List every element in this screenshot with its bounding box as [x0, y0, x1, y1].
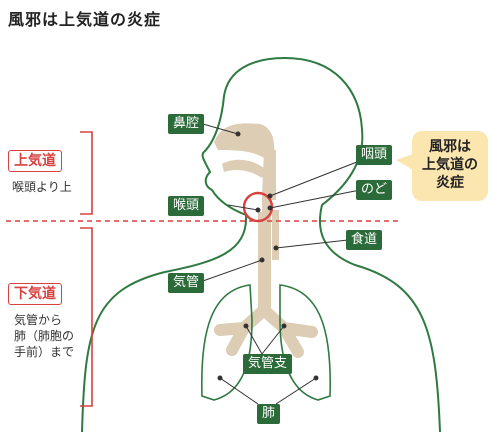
callout-line-2: 上気道の [422, 157, 478, 173]
label-bronchi: 気管支 [243, 354, 293, 374]
right-lung [279, 284, 332, 401]
label-larynx: 喉頭 [168, 196, 205, 216]
lower-airway-note-line-1: 気管から [14, 313, 63, 327]
lower-bracket [80, 227, 93, 407]
lower-airway-note: 気管から 肺（肺胞の 手前）まで [14, 312, 74, 360]
label-pharynx: 咽頭 [356, 145, 393, 165]
label-trachea: 気管 [168, 273, 205, 293]
oral-cavity [222, 159, 266, 178]
label-throat: のど [356, 180, 393, 200]
body-outline [81, 56, 441, 433]
pharynx-tube [262, 150, 276, 214]
lower-airway-note-line-3: 手前）まで [14, 345, 75, 359]
upper-airway-note-line: 喉頭より上 [12, 180, 72, 194]
lower-airway-note-line-2: 肺（肺胞の [14, 329, 75, 343]
upper-bracket [80, 131, 93, 215]
trachea-tube [258, 212, 271, 312]
page-title: 風邪は上気道の炎症 [8, 10, 162, 29]
left-lung [200, 284, 253, 401]
lower-airway-label: 下気道 [8, 283, 62, 305]
nasal-cavity [214, 123, 276, 162]
upper-airway-label: 上気道 [8, 150, 62, 172]
label-nasal-cavity: 鼻腔 [168, 114, 205, 134]
upper-airway-note: 喉頭より上 [12, 179, 72, 195]
esophagus-tube [272, 210, 279, 260]
callout-line-3: 炎症 [436, 175, 464, 191]
callout-line-1: 風邪は [429, 139, 471, 155]
callout-box: 風邪は 上気道の 炎症 [412, 131, 488, 201]
label-esophagus: 食道 [346, 230, 383, 250]
label-lungs: 肺 [257, 404, 281, 424]
callout-pointer [396, 154, 413, 170]
bronchi-tree [214, 304, 318, 358]
